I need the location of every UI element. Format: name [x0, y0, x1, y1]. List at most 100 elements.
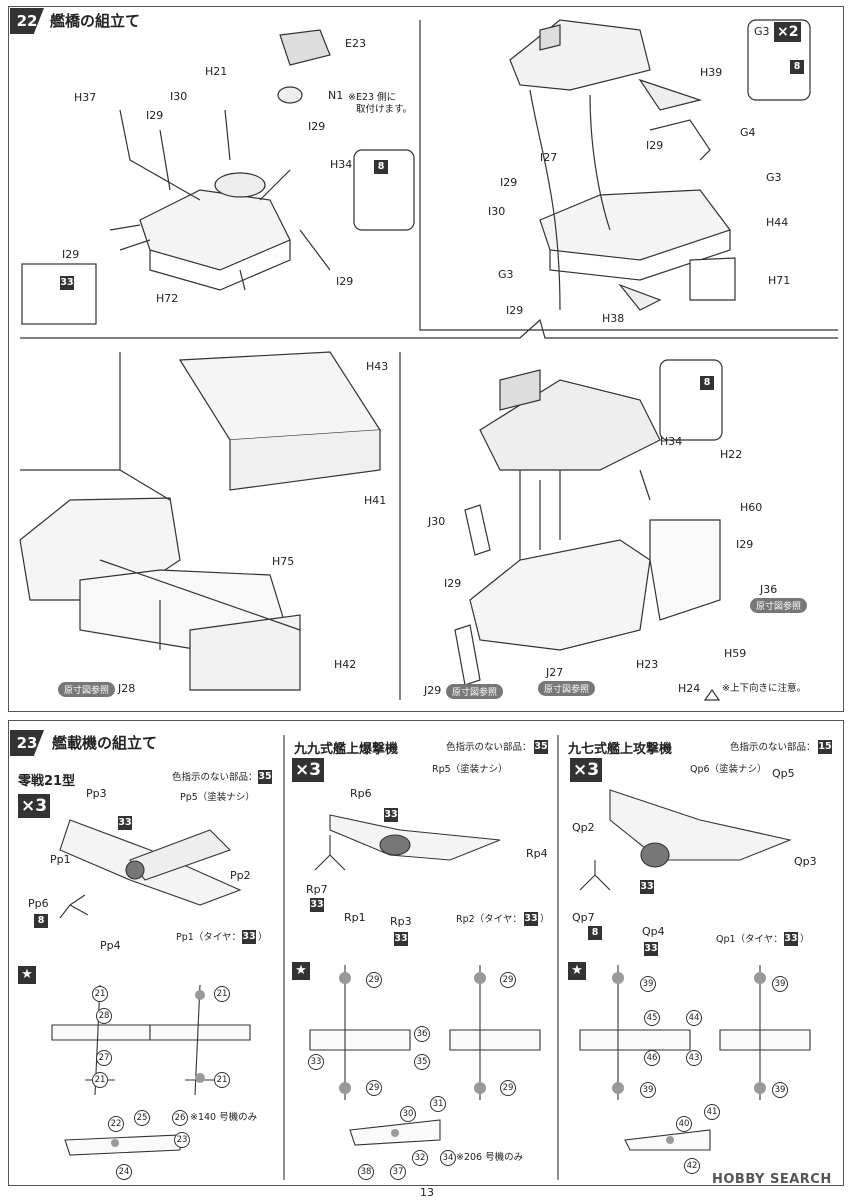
zero-label-pp5: Pp5（塗装ナシ） — [180, 792, 255, 803]
val-decal-30: 30 — [400, 1106, 416, 1122]
val-decal-38: 38 — [358, 1164, 374, 1180]
val-decal-29d: 29 — [500, 1080, 516, 1096]
kate-badge-33: 33 — [640, 880, 654, 894]
part-label-j27: J27 — [546, 666, 564, 679]
kate-color-note: 色指示のない部品： — [730, 742, 816, 753]
color-8-badge: 8 — [374, 160, 388, 174]
part-label-i29-br: I29 — [736, 538, 754, 551]
val-label-rp6: Rp6 — [350, 787, 372, 800]
note-e23-b: 取付けます。 — [356, 104, 413, 115]
val-decal-35: 35 — [414, 1054, 430, 1070]
part-label-h42: H42 — [334, 658, 357, 671]
val-title: 九九式艦上爆撃機 — [294, 742, 399, 757]
part-label-i29-c: I29 — [62, 248, 80, 261]
val-color-note: 色指示のない部品： — [446, 742, 532, 753]
step22-title: 艦橋の組立て — [50, 12, 141, 30]
kate-label-qp6: Qp6（塗装ナシ） — [690, 764, 767, 775]
val-decal-29b: 29 — [366, 1080, 382, 1096]
zero-decal-star-icon: ★ — [18, 966, 36, 984]
part-label-i29-br-b: I29 — [444, 577, 462, 590]
val-decal-36: 36 — [414, 1026, 430, 1042]
kate-label-qp4: Qp4 — [642, 925, 665, 938]
zero-decal-25: 25 — [134, 1110, 150, 1126]
val-multiplier: ×3 — [292, 758, 325, 782]
val-label-rp3: Rp3 — [390, 915, 412, 928]
val-label-rp7: Rp7 — [306, 883, 328, 896]
val-decal-32: 32 — [412, 1150, 428, 1166]
val-label-rp1: Rp1 — [344, 911, 366, 924]
val-label-rp2: Rp2（タイヤ： — [456, 914, 522, 925]
color-8-badge-tr: 8 — [790, 60, 804, 74]
part-label-i29-tr: I29 — [646, 139, 664, 152]
kate-label-qp2: Qp2 — [572, 821, 595, 834]
step22-frame — [8, 6, 844, 712]
kate-decal-41: 41 — [704, 1104, 720, 1120]
val-badge-33: 33 — [384, 808, 398, 822]
color-8-badge-br: 8 — [700, 376, 714, 390]
part-label-g3-inset: G3 — [754, 25, 770, 38]
part-label-h37: H37 — [74, 91, 97, 104]
page-number: 13 — [420, 1186, 434, 1199]
part-label-h75: H75 — [272, 555, 295, 568]
zero-label-pp1: Pp1 — [50, 853, 71, 866]
val-label-rp5: Rp5（塗装ナシ） — [432, 764, 508, 775]
zero-decal-26: 26 — [172, 1110, 188, 1126]
kate-decal-39a: 39 — [640, 976, 656, 992]
note-e23: ※E23 側に — [348, 92, 397, 103]
part-label-i29-d: I29 — [336, 275, 354, 288]
kate-decal-40: 40 — [676, 1116, 692, 1132]
zero-decal-21b: 21 — [92, 1072, 108, 1088]
val-color-badge: 35 — [534, 740, 548, 754]
part-label-e23: E23 — [345, 37, 366, 50]
part-label-h22: H22 — [720, 448, 743, 461]
zero-label-pp6: Pp6 — [28, 897, 49, 910]
kate-label-qp1: Qp1（タイヤ： — [716, 934, 783, 945]
zero-decal-24: 24 — [116, 1164, 132, 1180]
val-decal-34: 34 — [440, 1150, 456, 1166]
multiplier-x2: ×2 — [774, 22, 802, 42]
part-label-h72: H72 — [156, 292, 179, 305]
zero-color-badge: 35 — [258, 770, 272, 784]
val-badge-33-d: 33 — [524, 912, 538, 926]
part-label-h39: H39 — [700, 66, 723, 79]
color-33-badge: 33 — [60, 276, 74, 290]
note-h24: ※上下向きに注意。 — [722, 683, 806, 694]
ref-tag-j36: 原寸図参照 — [750, 598, 808, 613]
ref-tag-j29: 原寸図参照 — [446, 684, 504, 699]
part-label-j36: J36 — [760, 583, 778, 596]
zero-badge-33: 33 — [118, 816, 132, 830]
kate-badge-33-b: 33 — [644, 942, 658, 956]
kate-multiplier: ×3 — [570, 758, 603, 782]
part-label-h21: H21 — [205, 65, 228, 78]
part-label-h59: H59 — [724, 647, 747, 660]
zero-decal-27: 27 — [96, 1050, 112, 1066]
zero-decal-22: 22 — [108, 1116, 124, 1132]
watermark: HOBBY SEARCH — [712, 1172, 832, 1187]
part-label-j29: J29 — [424, 684, 442, 697]
part-label-h41: H41 — [364, 494, 387, 507]
val-badge-33-b: 33 — [310, 898, 324, 912]
kate-paren: ） — [800, 934, 810, 945]
val-decal-37: 37 — [390, 1164, 406, 1180]
kate-color-badge: 15 — [818, 740, 832, 754]
val-decal-29a: 29 — [366, 972, 382, 988]
step23-frame — [8, 720, 844, 1186]
zero-decal-21c: 21 — [214, 986, 230, 1002]
kate-label-qp5: Qp5 — [772, 767, 795, 780]
zero-label-pp3: Pp3 — [86, 787, 107, 800]
val-decal-29c: 29 — [500, 972, 516, 988]
part-label-h38: H38 — [602, 312, 625, 325]
kate-decal-44: 44 — [686, 1010, 702, 1026]
part-label-h34-br: H34 — [660, 435, 683, 448]
zero-decal-21a: 21 — [92, 986, 108, 1002]
part-label-j30: J30 — [428, 515, 446, 528]
part-label-g3-tr-b: G3 — [498, 268, 514, 281]
zero-badge-33-b: 33 — [242, 930, 256, 944]
kate-label-qp3: Qp3 — [794, 855, 817, 868]
part-label-h43: H43 — [366, 360, 389, 373]
kate-decal-39c: 39 — [772, 976, 788, 992]
kate-decal-39b: 39 — [640, 1082, 656, 1098]
kate-label-qp7: Qp7 — [572, 911, 595, 924]
zero-decal-23: 23 — [174, 1132, 190, 1148]
kate-decal-45: 45 — [644, 1010, 660, 1026]
